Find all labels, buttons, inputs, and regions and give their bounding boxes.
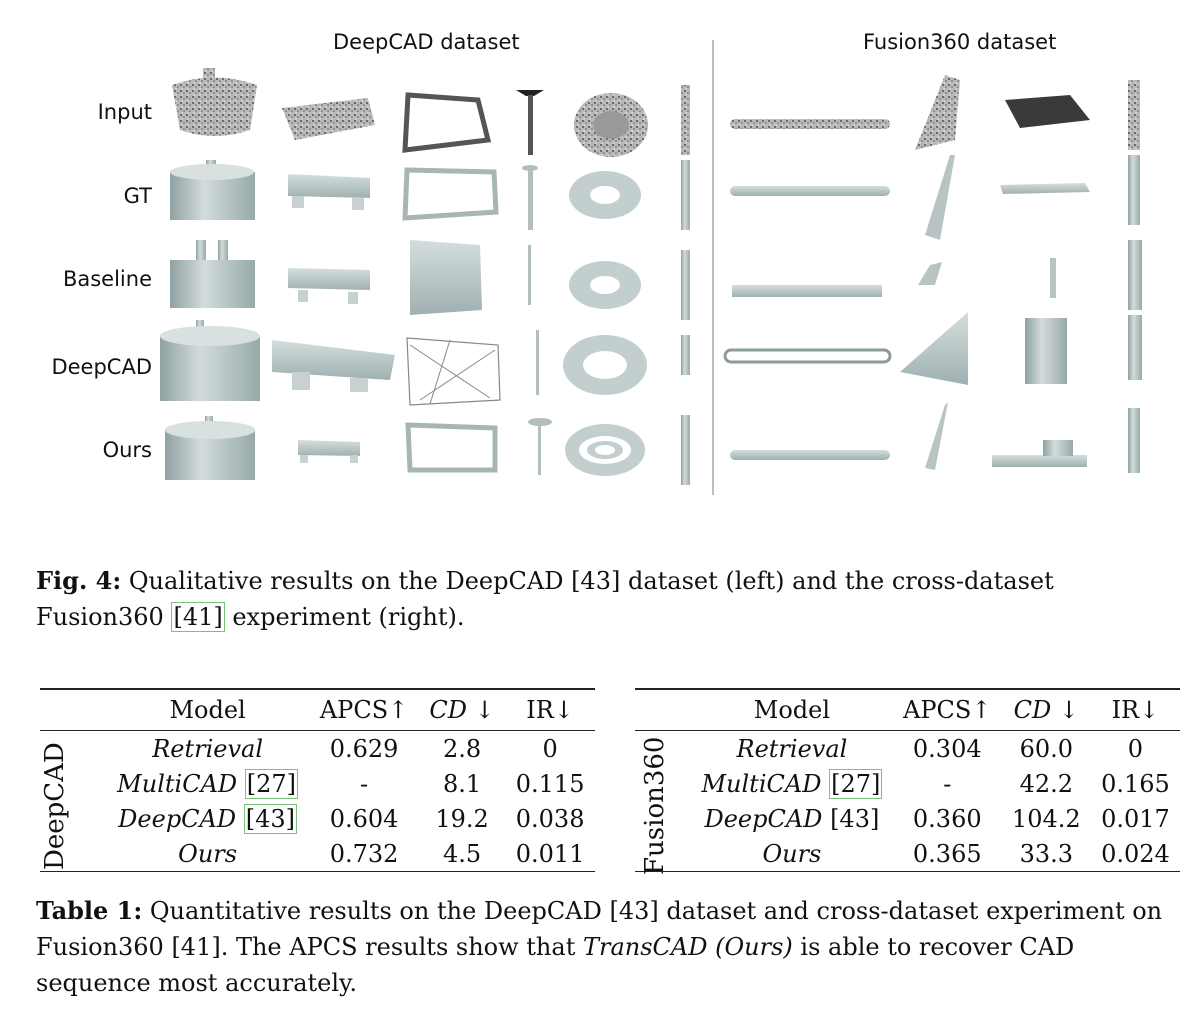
ours-row-objects	[165, 402, 1140, 485]
table-left-header-cd: CD ↓	[418, 689, 506, 731]
table-right-header-ir: IR↓	[1090, 689, 1180, 731]
table-caption-emph: TransCAD (Ours)	[582, 933, 793, 961]
table-row: Ours 0.365 33.3 0.024	[635, 836, 1180, 872]
table-caption: Table 1: Quantitative results on the Dee…	[36, 893, 1186, 1001]
table-right: Model APCS↑ CD ↓ IR↓ Retrieval 0.304 60.…	[635, 688, 1180, 872]
table-caption-text: Quantitative results on the DeepCAD [43]…	[36, 897, 1163, 961]
deepcad-dataset-title: DeepCAD dataset	[333, 30, 520, 54]
table-row: DeepCAD [43] 0.360 104.2 0.017	[704, 804, 1170, 833]
figure-caption-label: Fig. 4:	[36, 566, 122, 595]
table-caption-text-after: is able to recover CAD sequence most acc…	[36, 933, 1075, 997]
baseline-row-objects	[170, 240, 1142, 320]
figure-caption-cite: [41]	[171, 602, 225, 632]
dataset-divider	[712, 40, 714, 495]
row-label-ours: Ours	[102, 438, 152, 462]
table-right-header-cd: CD ↓	[1001, 689, 1091, 731]
row-label-baseline: Baseline	[62, 267, 152, 291]
gt-row-objects	[170, 155, 1140, 240]
row-label-deepcad: DeepCAD	[51, 355, 152, 379]
table-row: Retrieval 0.304 60.0 0	[736, 734, 1144, 763]
figure-caption-text: Qualitative results on the DeepCAD [43] …	[36, 567, 1054, 631]
figure-4: DeepCAD dataset Fusion360 dataset Input …	[0, 0, 1200, 500]
table-row: Retrieval 0.629 2.8 0	[152, 734, 558, 763]
table-right-header-apcs: APCS↑	[892, 689, 1002, 731]
row-label-gt: GT	[123, 184, 152, 208]
figure-caption: Fig. 4: Qualitative results on the DeepC…	[36, 563, 1186, 635]
table-row: MultiCAD [27] - 8.1 0.115	[117, 768, 585, 799]
table-left: Model APCS↑ CD ↓ IR↓ Retrieval 0.629 2.8…	[40, 688, 595, 872]
table-left-header-apcs: APCS↑	[309, 689, 419, 731]
table-right-header-model: Model	[691, 689, 893, 731]
table-left-header-model: Model	[106, 689, 310, 731]
table-row: MultiCAD [27] - 42.2 0.165	[701, 768, 1170, 799]
figure-caption-text-after: experiment (right).	[224, 603, 465, 631]
cad-renderings	[160, 68, 1142, 485]
deepcad-row-objects	[160, 312, 1142, 406]
row-label-input: Input	[97, 100, 152, 124]
fusion360-dataset-title: Fusion360 dataset	[863, 30, 1057, 54]
table-caption-label: Table 1:	[36, 896, 143, 925]
table-row: DeepCAD [43] 0.604 19.2 0.038	[118, 803, 585, 834]
table-row: Ours 0.732 4.5 0.011	[40, 836, 595, 872]
table-left-header-ir: IR↓	[505, 689, 595, 731]
input-row-objects	[172, 68, 1140, 157]
